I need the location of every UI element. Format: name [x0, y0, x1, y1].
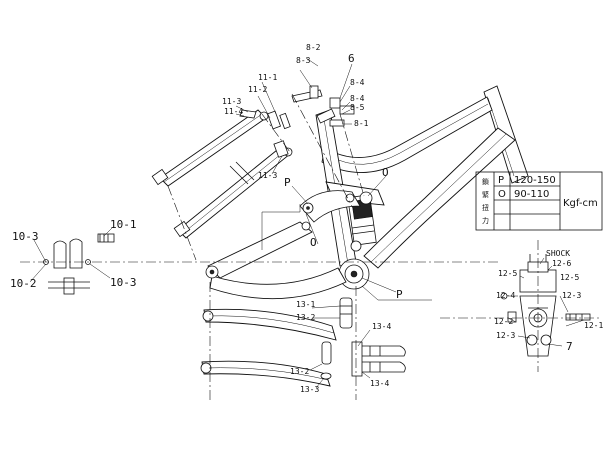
torque-table: 鎖 緊 扭 力 P 120-150 O 90-110 Kgf-cm [475, 171, 603, 231]
torque-range-O: 90-110 [514, 189, 549, 200]
label-P-bottom: P [396, 288, 403, 301]
label-10-3b: 10-3 [110, 276, 137, 289]
label-8-4a: 8-4 [350, 78, 365, 87]
rocker-link [299, 190, 361, 223]
label-13-2a: 13-2 [296, 313, 315, 322]
label-P-top: P [284, 176, 291, 189]
seat-stay [151, 109, 293, 239]
label-10-3a: 10-3 [12, 230, 39, 243]
label-12-5b: 12-5 [560, 273, 579, 282]
torque-heading-4: 力 [482, 216, 489, 225]
label-12-3b: 12-3 [496, 331, 515, 340]
label-13-4b: 13-4 [370, 379, 389, 388]
label-O-top: O [382, 166, 389, 179]
label-12-6: 12-6 [552, 259, 571, 268]
label-10-1: 10-1 [110, 218, 137, 231]
torque-heading-2: 緊 [482, 191, 489, 199]
label-12-5a: 12-5 [498, 269, 517, 278]
label-11-4: 11-4 [224, 107, 243, 116]
label-11-1: 11-1 [258, 73, 277, 82]
yoke-part [351, 341, 406, 377]
torque-heading-1: 鎖 [482, 177, 489, 186]
part-labels: 8-2 8-3 6 8-4 8-4 8-5 8-1 11-1 11-2 11-3… [10, 43, 603, 394]
shock-hardware-8 [291, 85, 355, 127]
main-frame [315, 85, 529, 290]
label-shock: SHOCK [546, 249, 570, 258]
label-12-1: 12-1 [584, 321, 603, 330]
leader-lines [29, 57, 585, 389]
label-11-3a: 11-3 [222, 97, 241, 106]
dropout-hardware-10 [43, 233, 115, 295]
label-12-4: 12-4 [496, 291, 515, 300]
label-13-4a: 13-4 [372, 322, 391, 331]
lower-swing-arm [200, 297, 353, 387]
chain-stay [205, 221, 347, 300]
label-12-3: 12-3 [562, 291, 581, 300]
label-13-1: 13-1 [296, 300, 315, 309]
label-7: 7 [566, 340, 573, 353]
label-8-3: 8-3 [296, 56, 311, 65]
label-8-4b: 8-4 [350, 94, 365, 103]
torque-unit: Kgf-cm [563, 198, 598, 209]
label-12-2: 12-2 [494, 317, 513, 326]
label-11-3b: 11-3 [258, 171, 277, 180]
torque-mark-O: O [498, 189, 506, 200]
torque-range-P: 120-150 [514, 175, 556, 186]
label-11-2: 11-2 [248, 85, 267, 94]
label-O-left: O [310, 236, 317, 249]
label-10-2: 10-2 [10, 277, 37, 290]
label-8-5: 8-5 [350, 103, 365, 112]
label-8-1: 8-1 [354, 119, 369, 128]
torque-heading-3: 扭 [482, 203, 489, 212]
center-lines [20, 93, 600, 400]
label-8-2: 8-2 [306, 43, 321, 52]
label-13-2b: 13-2 [290, 367, 309, 376]
label-13-3: 13-3 [300, 385, 319, 394]
label-6: 6 [348, 52, 355, 65]
torque-mark-P: P [498, 175, 504, 186]
